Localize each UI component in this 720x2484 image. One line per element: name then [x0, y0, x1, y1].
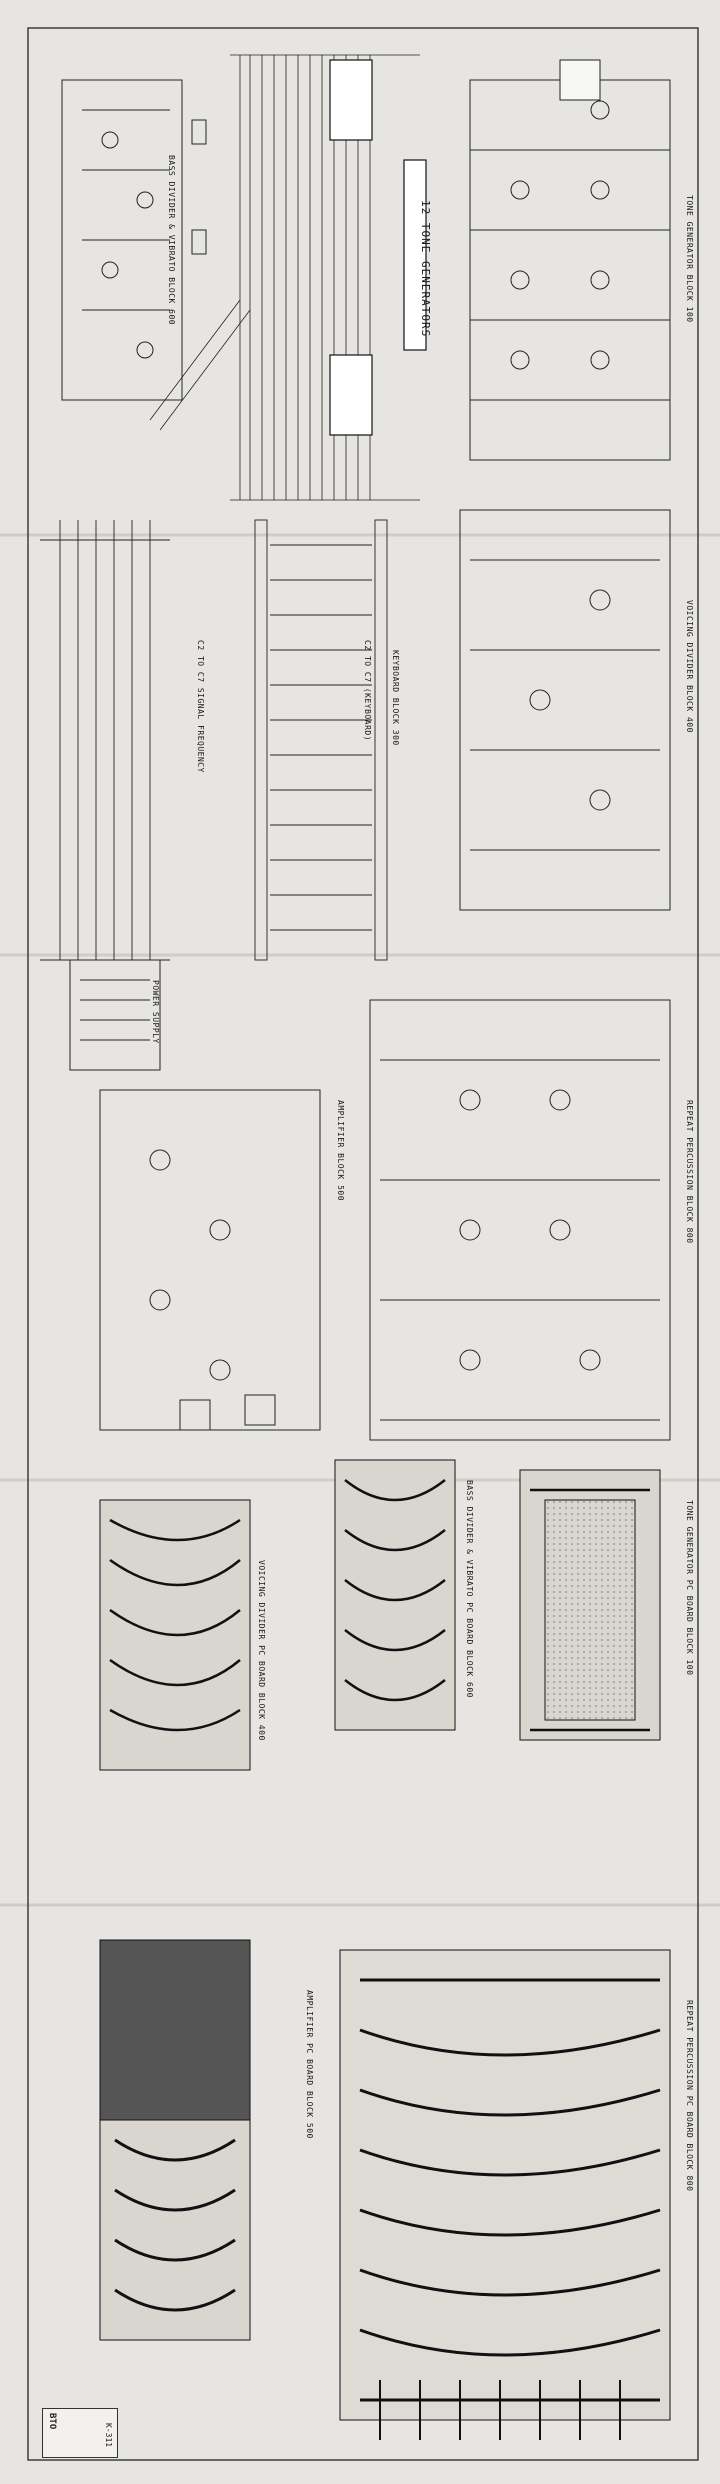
label-bass-pc-board: BASS DIVIDER & VIBRATO PC BOARD BLOCK 60… — [465, 1480, 474, 1698]
title-block: BTO K-311 — [42, 2408, 118, 2458]
label-amplifier-pc-board: AMPLIFIER PC BOARD BLOCK 500 — [305, 1990, 314, 2139]
voicing-pc-board — [99, 1499, 251, 1771]
amplifier-pc-board — [99, 1939, 251, 2341]
repeat-pc-board — [339, 1949, 671, 2440]
label-power-supply: POWER SUPPLY — [151, 980, 160, 1044]
label-bass-divider: BASS DIVIDER & VIBRATO BLOCK 600 — [167, 155, 176, 326]
title-block-drawing-number: K-311 — [104, 2423, 113, 2448]
title-block-brand: BTO — [47, 2413, 57, 2430]
keyboard-switch-array — [40, 519, 388, 961]
label-repeat-pc-board: REPEAT PERCUSSION PC BOARD BLOCK 800 — [685, 2000, 694, 2192]
repeat-percussion-schematic — [369, 999, 671, 1441]
label-keyboard-c2-c7: C2 TO C7 (KEYBOARD) — [363, 640, 372, 742]
label-voicing-pc-board: VOICING DIVIDER PC BOARD BLOCK 400 — [257, 1560, 266, 1741]
label-voicing-divider-block: VOICING DIVIDER BLOCK 400 — [685, 600, 694, 733]
label-tone-generator-block: TONE GENERATOR BLOCK 100 — [685, 195, 694, 323]
bass-pc-board — [334, 1459, 456, 1731]
bass-divider-schematic — [61, 79, 207, 401]
tone-generator-schematic — [469, 59, 671, 461]
bus-lines — [149, 54, 420, 501]
voicing-divider-schematic — [459, 509, 671, 911]
label-12-tone-generators: 12 TONE GENERATORS — [419, 200, 432, 338]
label-tone-gen-pc-board: TONE GENERATOR PC BOARD BLOCK 100 — [685, 1500, 694, 1676]
label-repeat-percussion-block: REPEAT PERCUSSION BLOCK 800 — [685, 1100, 694, 1244]
power-amp-schematic — [69, 959, 321, 1431]
label-keyboard-block: KEYBOARD BLOCK 300 — [391, 650, 400, 746]
label-amplifier-block: AMPLIFIER BLOCK 500 — [336, 1100, 345, 1202]
tone-generator-ics — [329, 59, 427, 436]
label-signal-frequency: C2 TO C7 SIGNAL FREQUENCY — [196, 640, 205, 773]
tone-gen-pc-board — [519, 1469, 661, 1741]
